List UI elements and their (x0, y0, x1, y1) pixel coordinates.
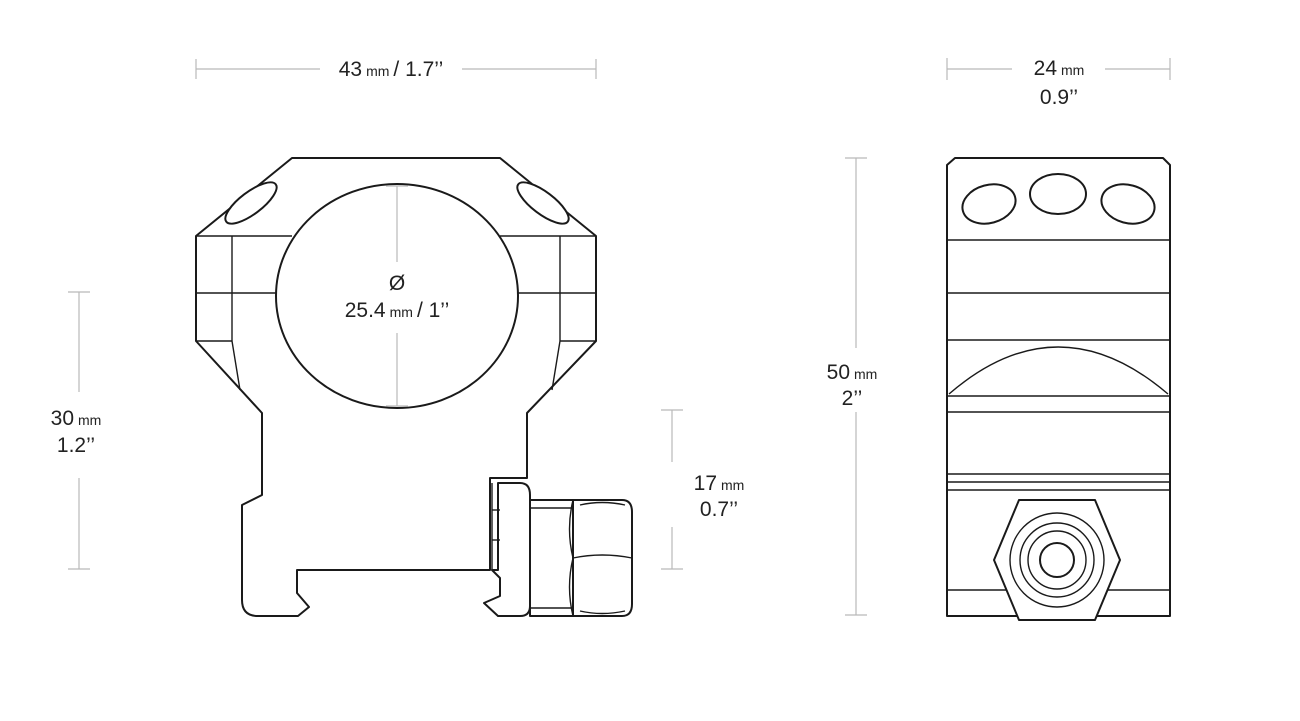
clamp-nut-body (529, 499, 574, 617)
dimension-total-height-imperial: 2’’ (842, 387, 863, 410)
dimension-height-center-imperial: 1.2’’ (57, 434, 95, 457)
hex-nut (572, 499, 633, 617)
side-body-outline (946, 157, 1171, 617)
bore-circle (275, 183, 519, 409)
dimension-width-side-imperial: 0.9’’ (1040, 86, 1078, 109)
dimension-clamp-height-imperial: 0.7’’ (700, 498, 738, 521)
screw-hole-left (224, 181, 278, 225)
side-hex-socket (1039, 542, 1075, 578)
side-screw-hole-3 (1100, 183, 1156, 225)
ring-side-view (946, 157, 1171, 621)
side-screw-hole-2 (1029, 173, 1087, 215)
screw-hole-right (516, 181, 570, 225)
side-bore-arc (948, 346, 1169, 395)
side-screw-hole-1 (961, 183, 1017, 225)
bore-symbol: Ø (389, 272, 405, 295)
